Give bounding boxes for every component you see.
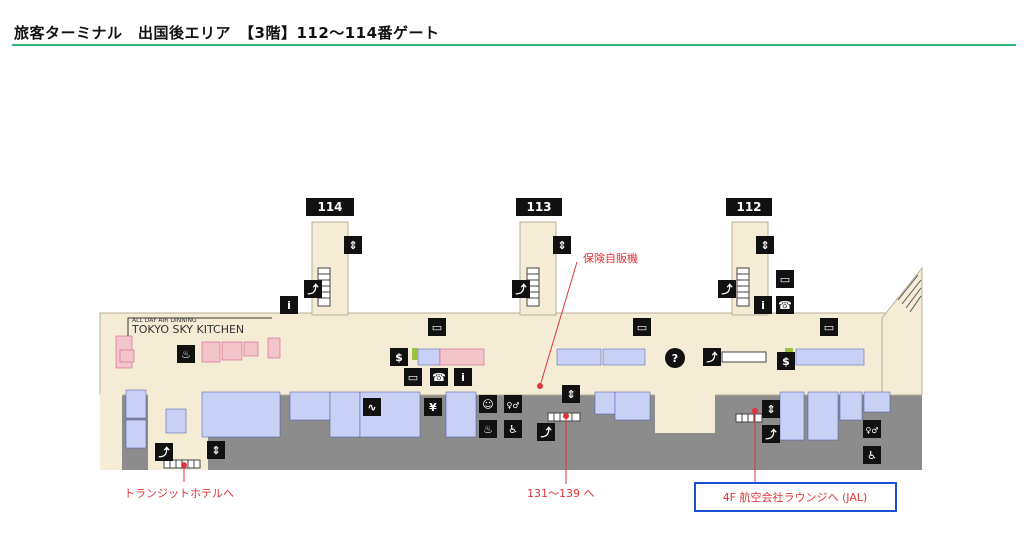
- svg-text:⇕: ⇕: [766, 403, 775, 416]
- elevator-icon: ⇕: [344, 236, 362, 254]
- lounge-label[interactable]: 4F 航空会社ラウンジへ (JAL): [723, 490, 868, 504]
- svg-text:♿: ♿: [508, 423, 518, 436]
- restaurant-icon: ♨: [177, 345, 195, 363]
- svg-text:⇕: ⇕: [211, 444, 220, 457]
- svg-text:i: i: [287, 299, 291, 312]
- svg-text:▭: ▭: [824, 321, 834, 334]
- internet-terminal-icon: ▭: [633, 318, 651, 336]
- callouts: 保険自販機 トランジットホテルへ 131〜139 へ 4F 航空会社ラウンジへ …: [124, 251, 897, 512]
- gates-131-139-label[interactable]: 131〜139 へ: [527, 487, 595, 500]
- facility-icons: ⇕ ⤴ i ⇕ ⤴ ⇕ ⤴ ▭ i ☎ ▭ ▭ ▭ ♨ $ ▭ ☎ i? ⤴ $ ∿ ¥ ☺ ♀♂ ⇕ ♨ ♿ ⤴ ⇕ ⤴ ♀♂ ♿ ⤴ ⇕: [155, 236, 881, 464]
- svg-text:⤴: ⤴: [541, 425, 553, 439]
- escalator-icon: ⤴: [304, 280, 322, 298]
- elevator-icon: ⇕: [562, 385, 580, 403]
- svg-text:⇕: ⇕: [760, 239, 769, 252]
- escalator-icon: ⤴: [155, 443, 173, 461]
- restroom-icon: ♀♂: [504, 395, 522, 413]
- elevator-icon: ⇕: [762, 400, 780, 418]
- atm-icon: ¥: [424, 398, 442, 416]
- svg-text:?: ?: [672, 352, 678, 365]
- svg-text:♨: ♨: [483, 423, 493, 436]
- svg-text:☎: ☎: [778, 299, 792, 312]
- lounge-callout-box[interactable]: [694, 482, 897, 512]
- svg-text:☺: ☺: [482, 398, 493, 411]
- currency-exchange-icon: $: [390, 348, 408, 366]
- escalator-icon: ⤴: [762, 425, 780, 443]
- escalator-icon: ⤴: [537, 423, 555, 441]
- accessible-restroom-icon: ♿: [504, 420, 522, 438]
- svg-text:⇕: ⇕: [348, 239, 357, 252]
- phone-icon: ☎: [430, 368, 448, 386]
- information-icon: i: [754, 296, 772, 314]
- smoking-area-icon: ∿: [363, 398, 381, 416]
- accessible-restroom-icon: ♿: [863, 446, 881, 464]
- svg-text:⤴: ⤴: [707, 350, 719, 364]
- insurance-vending-label: 保険自販機: [583, 251, 638, 265]
- restaurant-tokyo-sky-kitchen[interactable]: ALL DAY AIR DINNING TOKYO SKY KITCHEN: [115, 317, 281, 369]
- svg-text:♀♂: ♀♂: [506, 401, 519, 410]
- gate-114-label: 114: [317, 200, 342, 214]
- transit-hotel-label[interactable]: トランジットホテルへ: [124, 487, 234, 500]
- svg-text:♨: ♨: [181, 348, 191, 361]
- svg-text:☎: ☎: [432, 371, 446, 384]
- svg-text:$: $: [395, 351, 403, 364]
- phone-icon: ☎: [776, 296, 794, 314]
- restaurant-name: TOKYO SKY KITCHEN: [131, 323, 244, 336]
- title-divider: [12, 44, 1016, 46]
- escalator-icon: ⤴: [703, 348, 721, 366]
- baby-room-icon: ☺: [479, 395, 497, 413]
- svg-text:♀♂: ♀♂: [865, 426, 878, 435]
- svg-text:⤴: ⤴: [722, 282, 734, 296]
- east-stairs: [897, 274, 922, 313]
- information-icon: i: [454, 368, 472, 386]
- svg-text:⇕: ⇕: [557, 239, 566, 252]
- stairs-112: [736, 267, 750, 307]
- elevator-icon: ⇕: [756, 236, 774, 254]
- internet-terminal-icon: ▭: [820, 318, 838, 336]
- gate-113-label: 113: [526, 200, 551, 214]
- west-walkway: [100, 393, 122, 470]
- gate-112-label: 112: [736, 200, 761, 214]
- svg-text:⤴: ⤴: [159, 445, 171, 459]
- svg-text:∿: ∿: [367, 401, 376, 414]
- svg-text:▭: ▭: [780, 273, 790, 286]
- concourse-shops: [412, 348, 865, 366]
- internet-terminal-icon: ▭: [404, 368, 422, 386]
- svg-text:▭: ▭: [637, 321, 647, 334]
- svg-text:▭: ▭: [432, 321, 442, 334]
- page-title: 旅客ターミナル 出国後エリア 【3階】112〜114番ゲート: [14, 24, 440, 42]
- currency-exchange-icon: $: [777, 352, 795, 370]
- internet-terminal-icon: ▭: [776, 270, 794, 288]
- internet-terminal-icon: ▭: [428, 318, 446, 336]
- elevator-icon: ⇕: [553, 236, 571, 254]
- information-icon: i: [280, 296, 298, 314]
- svg-text:♿: ♿: [867, 449, 877, 462]
- svg-text:▭: ▭: [408, 371, 418, 384]
- restroom-icon: ♀♂: [863, 420, 881, 438]
- svg-text:⤴: ⤴: [766, 427, 778, 441]
- lounge-corridor: [655, 393, 715, 433]
- elevator-icon: ⇕: [207, 441, 225, 459]
- svg-text:⤴: ⤴: [308, 282, 320, 296]
- svg-text:i: i: [761, 299, 765, 312]
- svg-text:⤴: ⤴: [516, 282, 528, 296]
- help-icon: ?: [665, 348, 685, 368]
- restaurant-tagline: ALL DAY AIR DINNING: [132, 317, 197, 324]
- restaurant-icon: ♨: [479, 420, 497, 438]
- svg-text:¥: ¥: [429, 401, 437, 414]
- svg-text:i: i: [461, 371, 465, 384]
- svg-text:$: $: [782, 355, 790, 368]
- escalator-icon: ⤴: [718, 280, 736, 298]
- escalator-icon: ⤴: [512, 280, 530, 298]
- svg-text:⇕: ⇕: [566, 388, 575, 401]
